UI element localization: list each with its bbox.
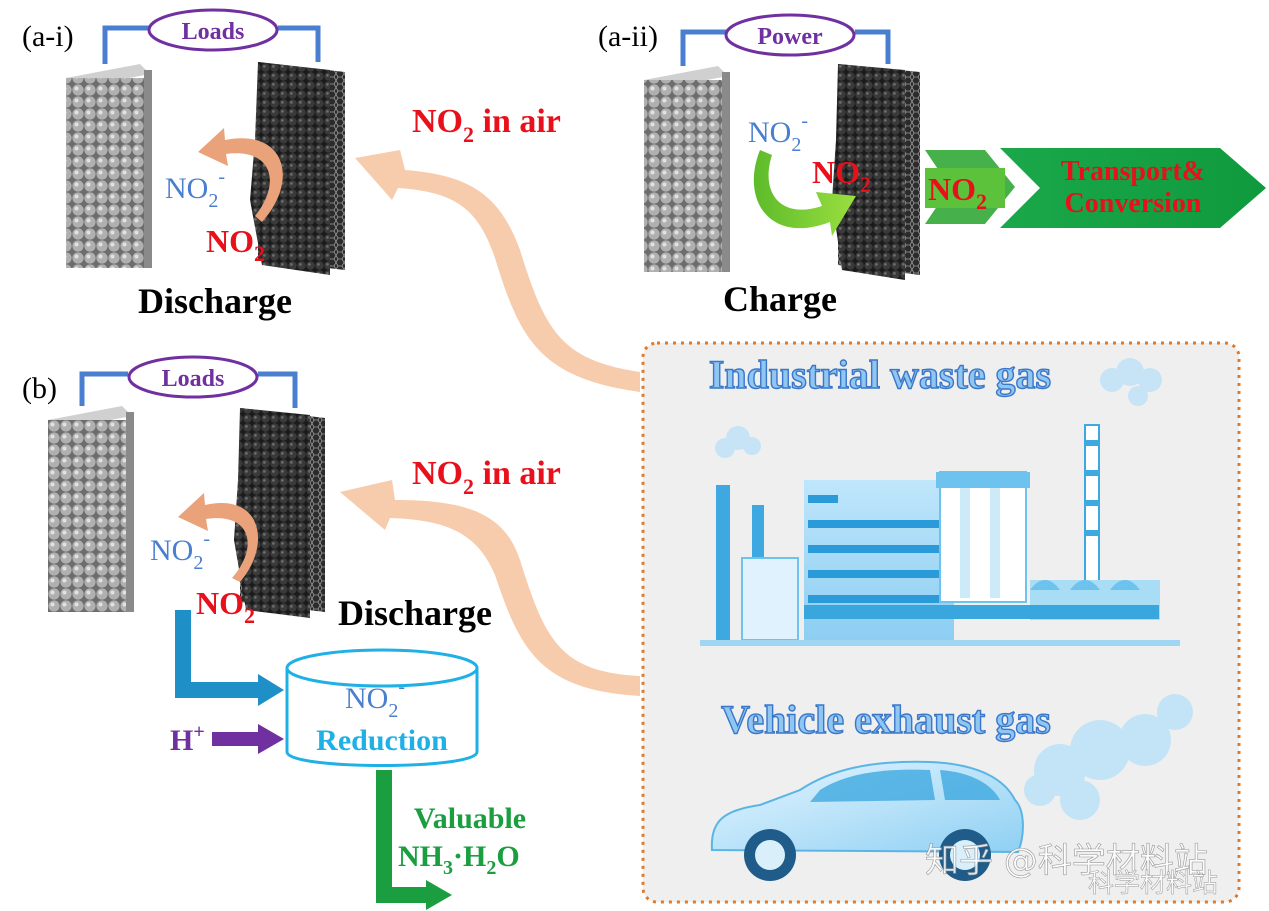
caption-discharge-b: Discharge — [338, 593, 492, 633]
transport-label: Transport& — [1061, 156, 1205, 187]
no2-label-a-i: NO2 — [206, 223, 265, 266]
reaction-arrow-b — [178, 493, 259, 582]
flow-arrow-to-reduction — [175, 610, 262, 698]
no2-in-air-top: NO2 in air — [412, 103, 561, 147]
power-label-a-ii: Power — [757, 24, 823, 50]
electrode-pair-b — [48, 371, 325, 618]
caption-charge-a-ii: Charge — [723, 279, 837, 319]
nitrite-label-a-i: NO2- — [165, 166, 225, 212]
proton-arrow-head — [258, 724, 284, 754]
reaction-arrow-a-i — [198, 128, 283, 222]
watermark-weibo: 科学材料站 — [1088, 869, 1218, 899]
proton-arrow-bar — [212, 732, 260, 746]
electrode-pair-a-ii — [644, 29, 920, 280]
product-arrow-head — [426, 880, 452, 910]
electrode-pair-a-i — [66, 25, 345, 275]
nitrite-label-b: NO2- — [150, 528, 210, 574]
conversion-label: Conversion — [1065, 188, 1202, 219]
factory-illustration — [700, 358, 1180, 646]
product-line1: Valuable — [414, 802, 526, 835]
power-ellipse-a-ii — [724, 13, 856, 57]
proton-label: H+ — [170, 721, 205, 757]
vehicle-exhaust-gas-title: Vehicle exhaust gas — [721, 697, 1051, 742]
vehicle-illustration — [710, 694, 1193, 881]
caption-discharge-a-i: Discharge — [138, 281, 292, 321]
no2-chevron-fill — [925, 168, 1005, 208]
loads-label-a-i: Loads — [182, 19, 245, 45]
tank-reduction-label: Reduction — [316, 724, 448, 757]
watermark-zhihu: 知乎 @科学材料站 — [925, 841, 1208, 881]
no2-chevron-label: NO2 — [928, 171, 987, 214]
panel-tag-b: (b) — [22, 372, 57, 405]
no2-label-a-ii: NO2 — [812, 154, 871, 197]
reduction-tank — [285, 648, 479, 767]
reaction-arrow-a-ii — [753, 150, 856, 236]
nitrite-label-a-ii: NO2- — [748, 110, 808, 156]
orange-source-arrow-bottom — [340, 480, 640, 696]
loads-ellipse-a-i — [147, 8, 279, 52]
transport-conversion-arrow — [1000, 148, 1266, 228]
tank-species-label: NO2- — [345, 676, 405, 722]
flow-arrow-to-reduction-head — [258, 674, 284, 706]
loads-ellipse-b — [127, 355, 259, 399]
product-arrow — [376, 770, 430, 903]
panel-tag-a-i: (a-i) — [22, 20, 74, 53]
orange-source-arrow-top — [355, 150, 640, 392]
no2-in-air-bottom: NO2 in air — [412, 455, 561, 499]
loads-label-b: Loads — [162, 366, 225, 392]
no2-label-b: NO2 — [196, 585, 255, 628]
product-formula: NH3·H2O — [398, 840, 520, 879]
industrial-waste-gas-title: Industrial waste gas — [709, 352, 1051, 397]
panel-tag-a-ii: (a-ii) — [598, 20, 658, 53]
